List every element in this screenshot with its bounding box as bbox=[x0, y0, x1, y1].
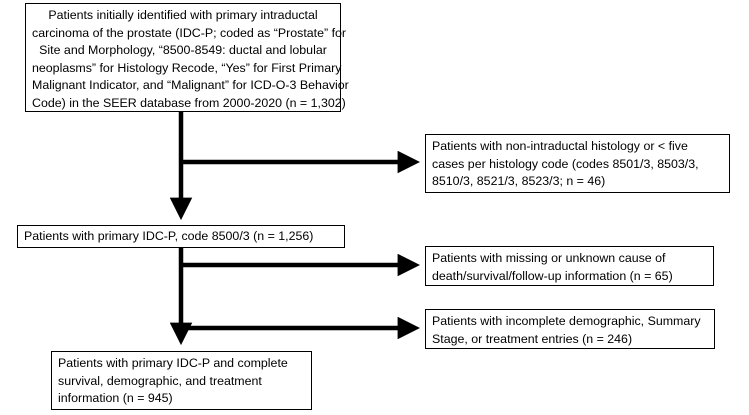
primary-8500-box: Patients with primary IDC-P, code 8500/3… bbox=[17, 225, 345, 248]
excluded-histology-box: Patients with non-intraductal histology … bbox=[425, 134, 730, 193]
final-cohort-line: information (n = 945) bbox=[58, 391, 173, 405]
initial-cohort-line: Code) in the SEER database from 2000-202… bbox=[32, 95, 346, 110]
initial-cohort-line: neoplasms” for Histology Recode, “Yes” f… bbox=[32, 60, 342, 75]
final-cohort-line: survival, demographic, and treatment bbox=[58, 373, 262, 388]
excluded-missing-line: Patients with missing or unknown cause o… bbox=[432, 251, 666, 265]
excluded-missing-box: Patients with missing or unknown cause o… bbox=[425, 246, 714, 286]
excluded-incomplete-line: Stage, or treatment entries (n = 246) bbox=[432, 331, 633, 346]
initial-cohort-box: Patients initially identified with prima… bbox=[25, 3, 349, 112]
excluded-missing-line: death/survival/follow-up information (n … bbox=[432, 268, 673, 283]
initial-cohort-line: Malignant Indicator, and “Malignant” for… bbox=[32, 78, 349, 92]
excluded-incomplete-line: Patients with incomplete demographic, Su… bbox=[432, 314, 701, 328]
initial-cohort-line: Patients initially identified with prima… bbox=[48, 8, 318, 22]
excluded-incomplete-box: Patients with incomplete demographic, Su… bbox=[425, 309, 715, 349]
final-cohort-line: Patients with primary IDC-P and complete bbox=[58, 356, 288, 370]
excluded-histology-line: Patients with non-intraductal histology … bbox=[432, 139, 688, 153]
excluded-histology-line: cases per histology code (codes 8501/3, … bbox=[432, 156, 699, 171]
initial-cohort-line: Site and Morphology, “8500-8549: ductal … bbox=[39, 43, 327, 57]
excluded-histology-line: 8510/3, 8521/3, 8523/3; n = 46) bbox=[432, 174, 606, 188]
initial-cohort-line: carcinoma of the prostate (IDC-P; coded … bbox=[32, 25, 347, 40]
primary-8500-line: Patients with primary IDC-P, code 8500/3… bbox=[24, 229, 314, 243]
final-cohort-box: Patients with primary IDC-P and complete… bbox=[51, 351, 312, 410]
